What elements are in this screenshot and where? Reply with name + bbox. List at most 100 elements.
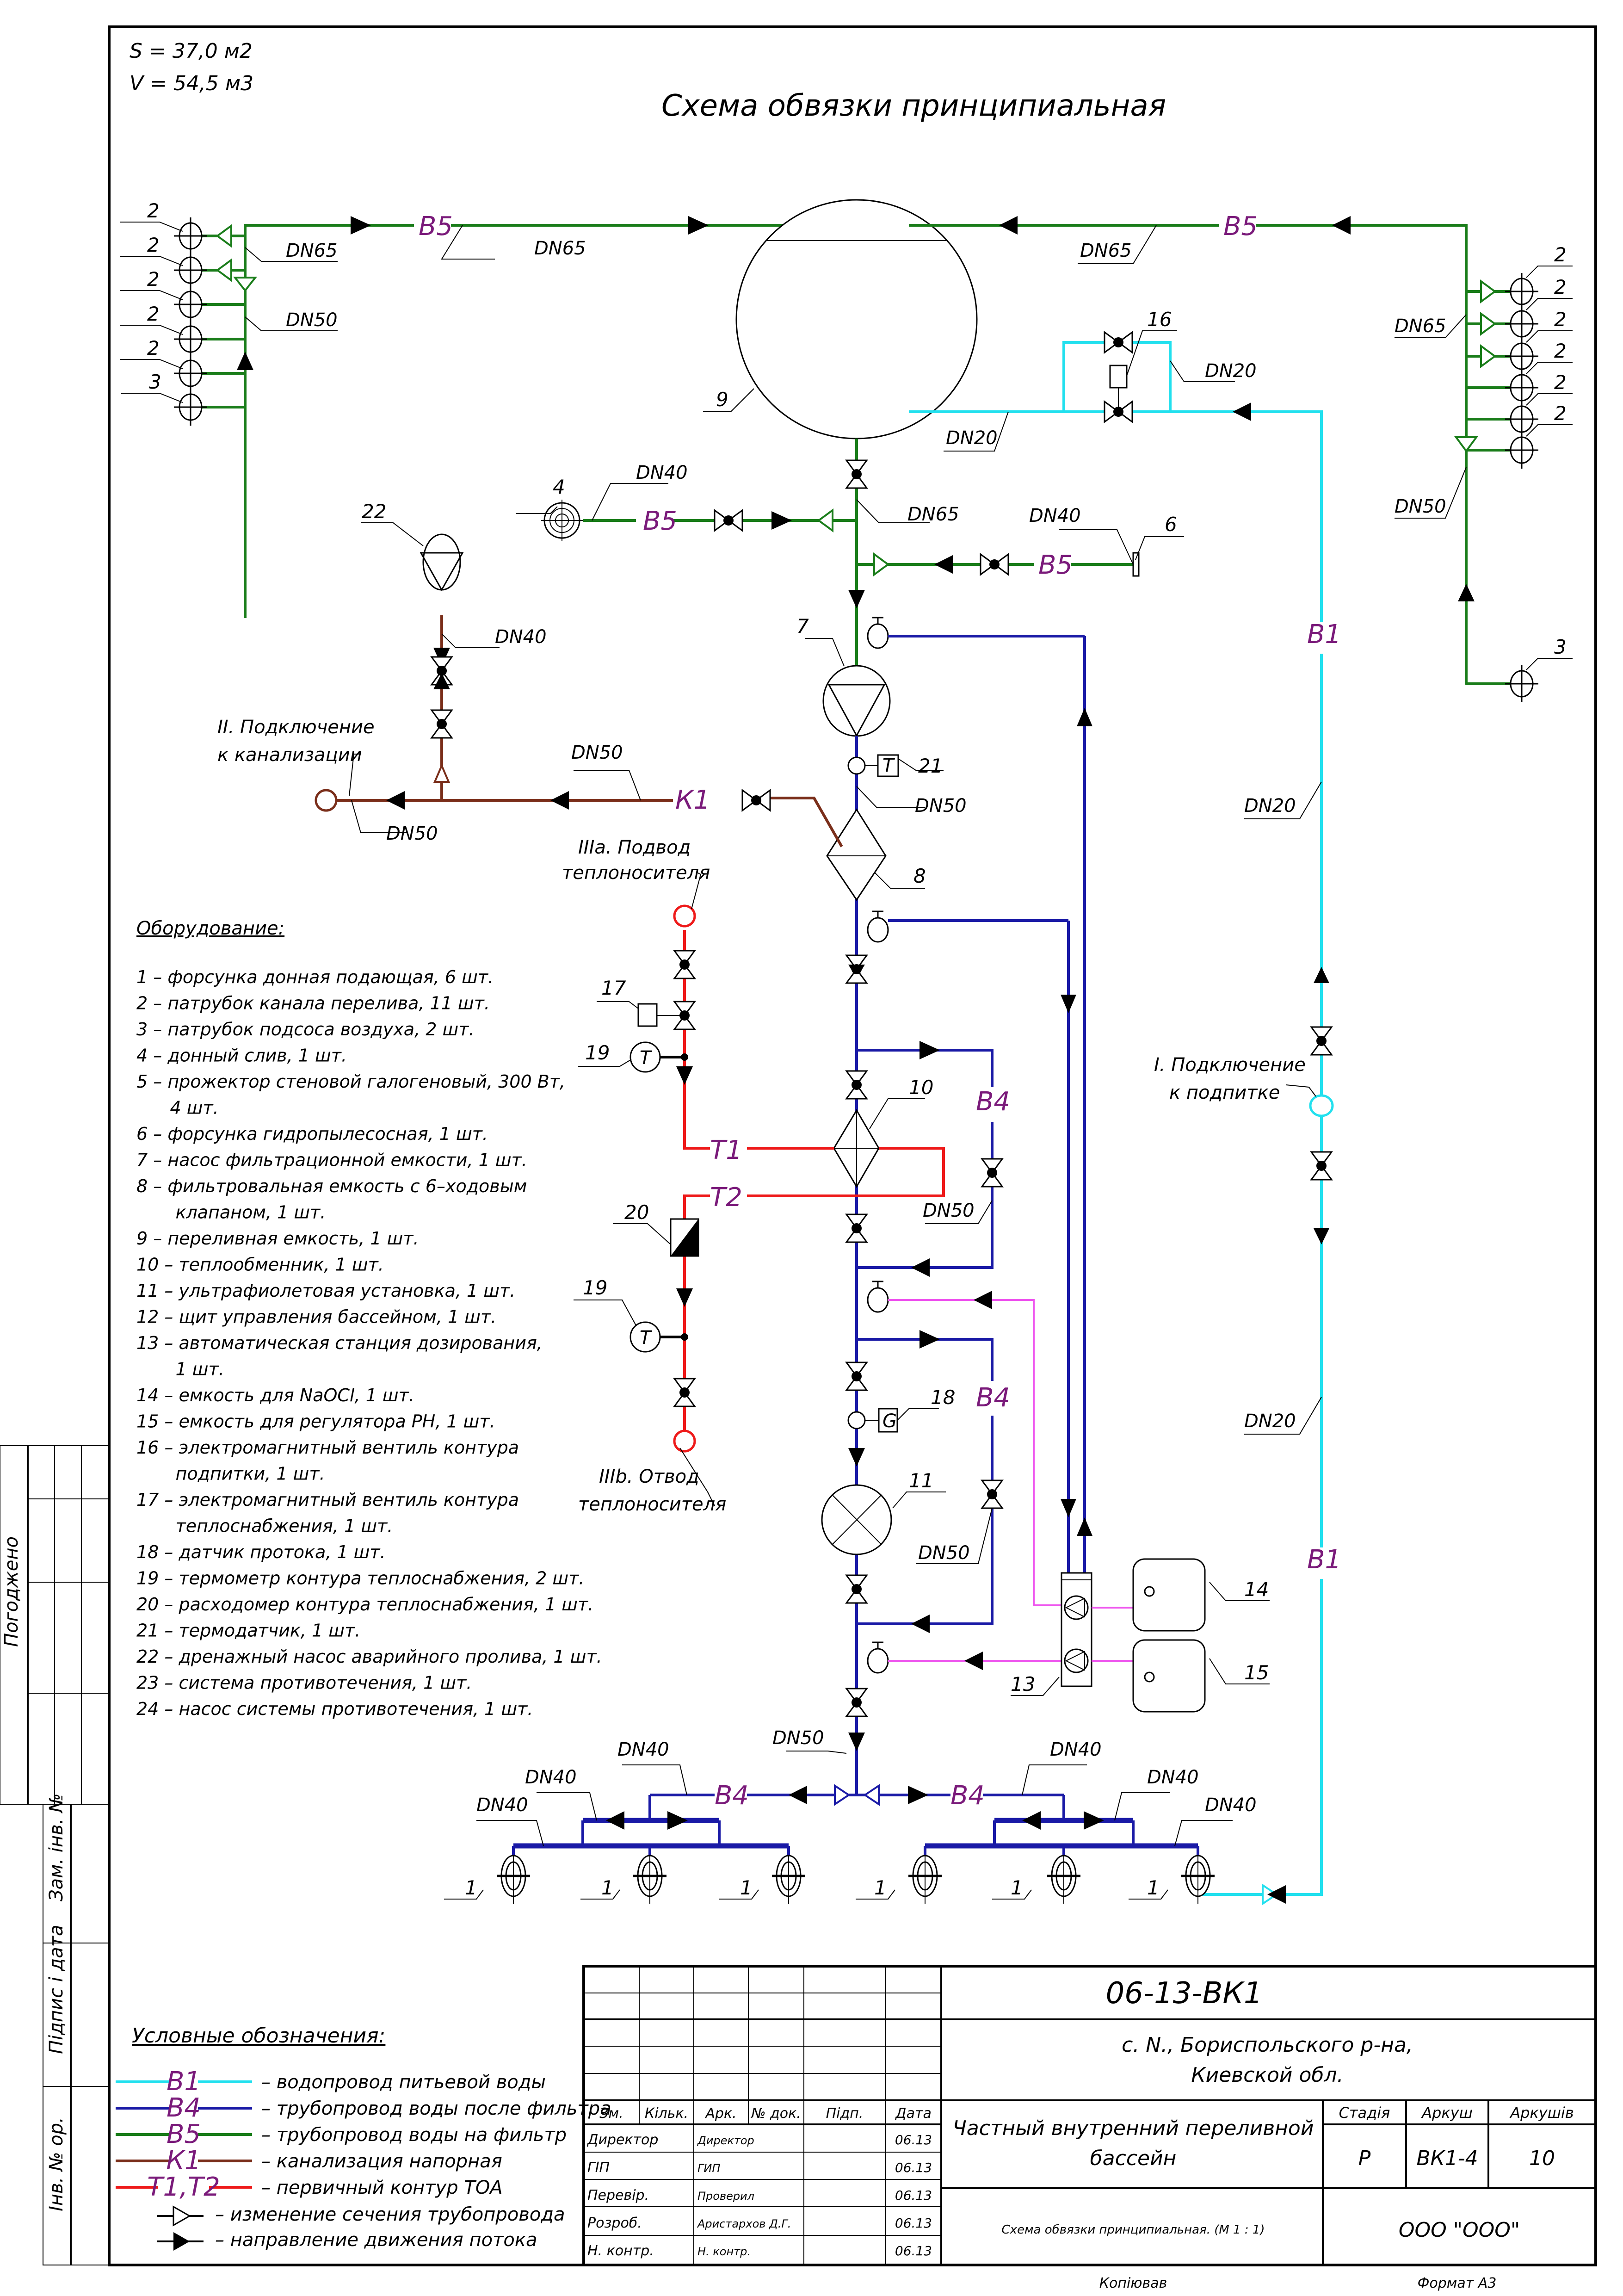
equipment-item: 8 – фильтровальная емкость с 6–ходовым <box>136 1176 527 1196</box>
sheet-value: ВК1-4 <box>1416 2147 1478 2170</box>
legend-row: К1– канализация напорная <box>116 2146 502 2176</box>
pipe-segment <box>683 930 834 1150</box>
valve-icon <box>867 1641 889 1674</box>
valve-icon <box>980 553 1009 576</box>
leader-line <box>691 872 702 910</box>
leader-line <box>120 325 183 335</box>
flow-arrow-icon <box>1061 1499 1076 1517</box>
makeup-connection-label: к подпитке <box>1169 1082 1280 1103</box>
flow-arrow-icon <box>911 1615 930 1633</box>
diagram-label: с. N., Бориспольского р-на, <box>1122 2033 1413 2057</box>
heat-return-label: IIIb. Отвод <box>599 1466 699 1487</box>
legend-description: – трубопровод воды после фильтра <box>261 2098 611 2119</box>
circle-symbol-icon <box>673 904 696 928</box>
leader-line <box>120 290 183 300</box>
diagram-label: DN20 <box>1244 1411 1296 1432</box>
diagram-label: Киевской обл. <box>1191 2063 1343 2087</box>
flow-arrow-icon <box>848 1448 865 1467</box>
leader-line <box>1244 781 1322 819</box>
equipment-item: 6 – форсунка гидропылесосная, 1 шт. <box>136 1124 488 1144</box>
leader-line <box>1526 424 1573 437</box>
floor-nozzle-icon <box>633 1856 666 1904</box>
equipment-item: 13 – автоматическая станция дозирования, <box>136 1333 543 1353</box>
air-intake-fitting-icon <box>173 388 208 427</box>
circle-symbol-icon <box>1144 1671 1155 1683</box>
leader-line <box>245 316 338 331</box>
supply-nozzle-manifold: В4 В4 1 1 1 1 1 1 DN50 D <box>444 1727 1257 1904</box>
leader-line <box>786 1751 847 1754</box>
leader-line <box>245 247 338 262</box>
legend-heading: Условные обозначения: <box>132 2024 385 2048</box>
leader-line <box>944 411 1009 452</box>
company-name: ООО "ООО" <box>1399 2218 1520 2242</box>
equipment-item: 14 – емкость для NaOCl, 1 шт. <box>136 1385 414 1405</box>
leader-line <box>916 1508 993 1564</box>
overflow-fitting-icon <box>173 354 208 393</box>
box-symbol <box>1034 552 1071 577</box>
diagram-label: Схема обвязки принципиальная. (М 1 : 1) <box>1001 2223 1265 2237</box>
legend-description: – трубопровод воды на фильтр <box>261 2124 567 2146</box>
diagram-label: T <box>640 1327 653 1349</box>
box-symbol <box>43 1804 110 2265</box>
diagram-label: 17 <box>601 977 626 999</box>
drawing-element <box>1480 312 1497 336</box>
leader-line <box>351 800 407 833</box>
leader-line <box>622 1764 687 1795</box>
sheets-count: 10 <box>1529 2147 1555 2170</box>
circle-symbol-icon <box>315 789 338 812</box>
diagram-label: 13 <box>1011 1673 1035 1696</box>
marker-2: 2 <box>147 234 160 256</box>
valve-icon <box>1504 304 1539 343</box>
valve-icon <box>845 1362 868 1391</box>
box-symbol <box>978 1087 1006 1122</box>
diagram-label: Аркуш <box>1421 2104 1473 2122</box>
diagram-label: Т2 <box>710 1182 742 1213</box>
flow-arrow-icon <box>1458 584 1475 601</box>
equipment-heading: Оборудование: <box>136 918 284 939</box>
legend-row: В4– трубопровод воды после фильтра <box>116 2093 611 2123</box>
signature-name: Н. контр. <box>697 2245 751 2258</box>
diagram-label: 19 <box>585 1041 610 1064</box>
equipment-item: 20 – расходомер контура теплоснабжения, … <box>136 1594 593 1615</box>
diagram-label: В5 <box>643 506 677 536</box>
overflow-fitting-icon <box>173 251 208 290</box>
leader-line <box>1011 1677 1060 1696</box>
diagram-label: Формат А3 <box>1418 2275 1497 2291</box>
leader-line <box>120 359 183 369</box>
drain-pump-icon <box>422 533 461 591</box>
marker-2: 2 <box>147 268 160 291</box>
leader-line <box>349 754 361 796</box>
leader-line <box>574 770 641 801</box>
leader-line <box>1395 314 1467 338</box>
title-block-column-header: Підп. <box>826 2105 864 2122</box>
leader-line <box>476 1820 544 1846</box>
diagram-label: В4 <box>715 1781 749 1811</box>
overflow-fitting-icon <box>173 320 208 359</box>
diagram-label: 3 <box>1554 636 1567 658</box>
drawing-element <box>826 808 887 901</box>
leader-line <box>856 786 925 808</box>
diagram-label: DN40 <box>495 626 547 648</box>
leader-line <box>1022 1764 1087 1795</box>
diagram-label: DN20 <box>946 427 998 449</box>
diagram-label: бассейн <box>1090 2147 1177 2170</box>
flow-arrow-icon <box>1267 1885 1286 1904</box>
tank-ph: 15 <box>1132 1639 1270 1713</box>
diagram-label: Стадія <box>1339 2104 1390 2122</box>
drawing-element <box>827 684 886 737</box>
title-block-column-header: Зм. <box>599 2105 623 2122</box>
diagram-label: DN65 <box>1080 240 1132 261</box>
tank-naocl: 14 <box>1132 1558 1270 1632</box>
drawing-element <box>433 763 450 783</box>
flow-arrow-icon <box>550 791 569 810</box>
pipe-label-b1: В1 <box>1307 619 1341 650</box>
valve-icon <box>867 910 889 943</box>
legend-code: В1 <box>167 2067 201 2097</box>
box-symbol <box>978 1381 1006 1416</box>
valve-icon <box>845 1213 868 1243</box>
leader-line <box>613 1223 671 1245</box>
drawing-element <box>863 1784 880 1806</box>
